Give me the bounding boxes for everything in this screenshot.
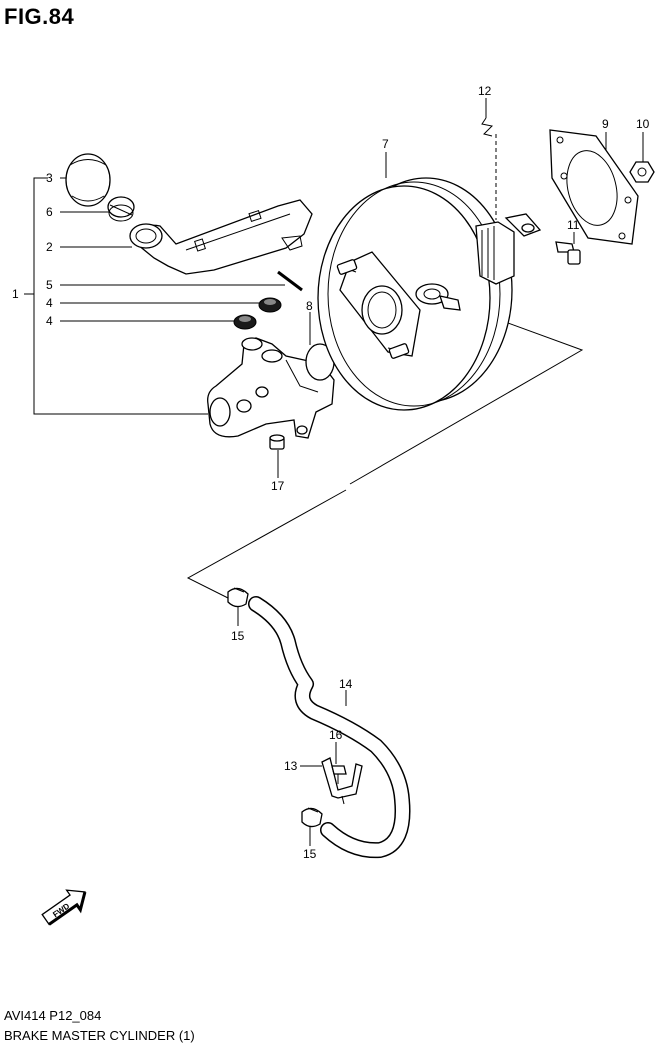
callout-4-lower: 4	[46, 314, 53, 328]
fwd-arrow-icon: FWD	[41, 889, 87, 926]
callout-labels: 1 2 3 4 4 5 6 7 8 9 10 11 12 13 14 15 15…	[12, 84, 650, 861]
callout-1: 1	[12, 287, 19, 301]
callout-14: 14	[339, 677, 353, 691]
hose-clamp-lower	[301, 807, 323, 828]
brake-booster	[317, 177, 542, 411]
clevis-clip	[481, 117, 497, 220]
callout-2: 2	[46, 240, 53, 254]
callout-4-upper: 4	[46, 296, 53, 310]
reservoir-strainer	[107, 196, 135, 222]
callout-11: 11	[567, 218, 580, 232]
booster-gasket	[549, 129, 639, 245]
callout-12: 12	[478, 84, 492, 98]
callout-8: 8	[306, 299, 313, 313]
reservoir-cap	[65, 153, 111, 207]
hose-bracket	[321, 757, 363, 805]
gasket-nut	[629, 161, 655, 183]
flange-nut	[269, 434, 285, 450]
figure-code: AVI414 P12_084	[4, 1008, 102, 1023]
callout-17: 17	[271, 479, 285, 493]
group-bracket-1	[24, 177, 208, 415]
figure-caption: BRAKE MASTER CYLINDER (1)	[4, 1028, 195, 1043]
vacuum-hose	[248, 596, 411, 859]
callout-9: 9	[602, 117, 609, 131]
callout-7: 7	[382, 137, 389, 151]
retaining-pin	[277, 270, 303, 292]
grommet-upper	[258, 297, 282, 313]
callout-5: 5	[46, 278, 53, 292]
figure-title: FIG.84	[4, 4, 75, 29]
clevis-pin	[555, 241, 581, 265]
callout-13: 13	[284, 759, 298, 773]
callout-3: 3	[46, 171, 53, 185]
callout-15-lower: 15	[303, 847, 317, 861]
hose-clamp-upper	[227, 587, 249, 608]
callout-15-upper: 15	[231, 629, 245, 643]
leader-lines	[60, 98, 644, 846]
reservoir-tank	[129, 199, 313, 275]
callout-6: 6	[46, 205, 53, 219]
grommet-lower	[233, 314, 257, 330]
master-cylinder	[207, 337, 335, 439]
callout-10: 10	[636, 117, 650, 131]
bracket-bolt	[331, 765, 347, 784]
callout-16: 16	[329, 728, 343, 742]
